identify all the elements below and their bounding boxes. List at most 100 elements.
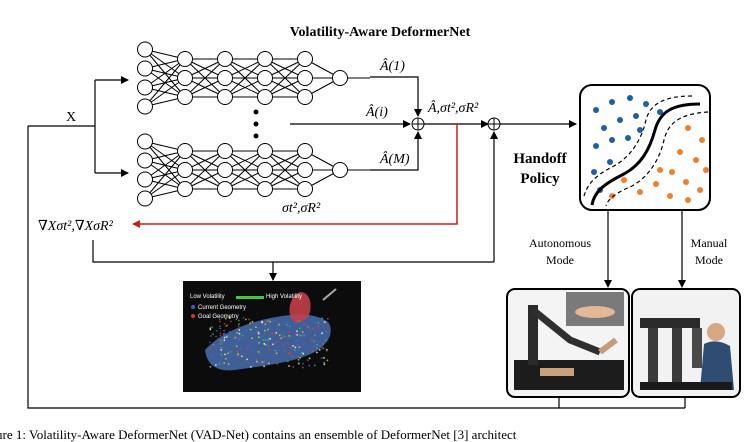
neuron xyxy=(217,51,233,67)
handoff-label-line1: Handoff xyxy=(513,151,567,167)
scatter-point xyxy=(593,107,599,113)
output-label-top: Â(1) xyxy=(379,57,405,74)
manual-region-points xyxy=(609,125,709,203)
neuron xyxy=(257,70,273,86)
legend-goal-geometry: Goal Geometry xyxy=(198,314,239,320)
neural-network-bottom xyxy=(137,133,370,207)
neuron xyxy=(297,70,313,86)
scatter-point xyxy=(601,125,607,131)
neuron xyxy=(257,89,273,105)
handoff-policy-panel xyxy=(579,84,711,211)
neuron xyxy=(297,89,313,105)
neuron xyxy=(137,79,153,96)
network-edge xyxy=(144,150,186,199)
neuron xyxy=(257,51,273,67)
scatter-point xyxy=(617,117,623,123)
manual-mode-line2: Mode xyxy=(695,253,723,267)
scatter-point xyxy=(591,169,597,175)
neuron xyxy=(297,51,313,67)
neuron xyxy=(297,143,313,159)
neuron xyxy=(137,60,153,77)
scatter-point xyxy=(609,137,615,143)
network-edge xyxy=(224,150,266,190)
network-edge xyxy=(184,150,226,190)
network-edge xyxy=(264,150,306,190)
neuron xyxy=(177,162,193,178)
scatter-point xyxy=(593,143,599,149)
neuron xyxy=(137,133,153,150)
scatter-point xyxy=(697,187,703,193)
scatter-point xyxy=(685,125,691,131)
neuron xyxy=(332,162,348,178)
summation-connectors xyxy=(290,76,422,171)
neuron xyxy=(257,162,273,178)
scatter-point xyxy=(657,109,663,115)
goal-geometry-marker xyxy=(191,314,195,318)
neuron xyxy=(217,162,233,178)
volatility-gradient-bar xyxy=(236,296,264,299)
neuron xyxy=(257,143,273,159)
scatter-point xyxy=(625,135,631,141)
network-edge xyxy=(144,169,186,199)
scatter-point xyxy=(669,169,675,175)
manual-mode-line1: Manual xyxy=(691,236,728,250)
scatter-point xyxy=(637,189,643,195)
neuron xyxy=(217,181,233,197)
inset-connectors xyxy=(92,131,498,281)
network-edge xyxy=(224,58,266,98)
neuron xyxy=(137,152,153,169)
scatter-point xyxy=(653,181,659,187)
neuron xyxy=(297,181,313,197)
network-edge xyxy=(144,58,186,107)
neuron xyxy=(297,162,313,178)
scatter-point xyxy=(703,167,709,173)
scatter-point xyxy=(699,137,705,143)
network-edge xyxy=(144,58,186,88)
scatter-point xyxy=(621,177,627,183)
scatter-point xyxy=(657,167,663,173)
decision-boundary xyxy=(590,102,701,206)
sum-node-2 xyxy=(487,117,501,131)
neural-network-top xyxy=(137,41,370,115)
autonomous-region-points xyxy=(591,95,663,193)
gradient-label: ∇Xσt²,∇XσR² xyxy=(38,219,114,234)
sum-node-1 xyxy=(411,117,425,131)
variance-label: σt²,σR² xyxy=(282,201,321,216)
scatter-point xyxy=(627,95,633,101)
figure-caption: ure 1: Volatility-Aware DeformerNet (VAD… xyxy=(0,427,517,442)
legend-high-volatility: High Volatility xyxy=(266,294,302,300)
ellipsis-dots xyxy=(253,109,259,139)
handoff-label-line2: Policy xyxy=(520,171,560,187)
scatter-point xyxy=(609,193,615,199)
neuron xyxy=(217,70,233,86)
neuron xyxy=(257,181,273,197)
network-edge xyxy=(264,58,306,98)
boundary-margin-right xyxy=(605,111,709,207)
scatter-point xyxy=(685,197,691,203)
manual-teleoperation-photo xyxy=(631,288,741,398)
boundary-margin-left xyxy=(583,95,693,197)
neuron xyxy=(137,190,153,207)
neuron xyxy=(137,98,153,115)
scatter-point xyxy=(609,99,615,105)
legend-low-volatility: Low Volatility xyxy=(190,294,225,300)
neuron xyxy=(177,70,193,86)
network-edge xyxy=(144,77,186,107)
volatility-visualization-inset: Low Volatility High Volatility Current G… xyxy=(183,281,361,392)
neuron xyxy=(137,41,153,58)
output-label-mid: Â(i) xyxy=(365,103,388,120)
scatter-point xyxy=(683,179,689,185)
neuron xyxy=(177,181,193,197)
scatter-point xyxy=(693,157,699,163)
neuron xyxy=(177,89,193,105)
input-label: X xyxy=(66,110,76,125)
scatter-point xyxy=(633,113,639,119)
neuron xyxy=(177,143,193,159)
neuron xyxy=(137,171,153,188)
network-edge xyxy=(184,58,226,98)
output-label-bottom: Â(M) xyxy=(379,150,410,167)
neuron xyxy=(177,51,193,67)
autonomous-mode-line1: Autonomous xyxy=(529,236,591,250)
autonomous-mode-line2: Mode xyxy=(546,253,574,267)
